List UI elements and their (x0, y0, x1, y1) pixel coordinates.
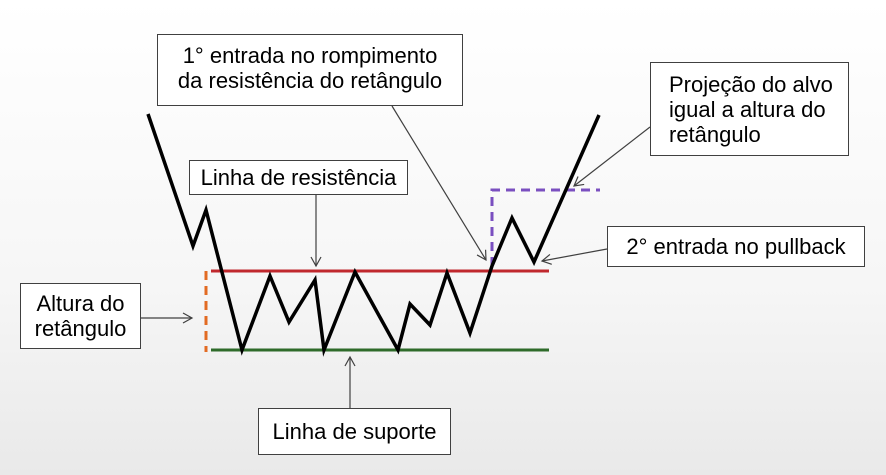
label-entry-breakout: 1° entrada no rompimento da resistência … (157, 34, 463, 106)
label-pullback-entry: 2° entrada no pullback (607, 226, 865, 267)
label-support-line: Linha de suporte (258, 408, 451, 455)
label-target-projection: Projeção do alvo igual a altura do retân… (650, 62, 849, 156)
arrow-pullback (540, 248, 608, 265)
target-projection-marker (490, 188, 600, 266)
label-rectangle-height: Altura do retângulo (20, 283, 141, 349)
label-resistance-line: Linha de resistência (189, 160, 408, 195)
arrow-breakout (391, 105, 487, 262)
price-line (146, 113, 601, 357)
arrow-target (573, 126, 651, 187)
